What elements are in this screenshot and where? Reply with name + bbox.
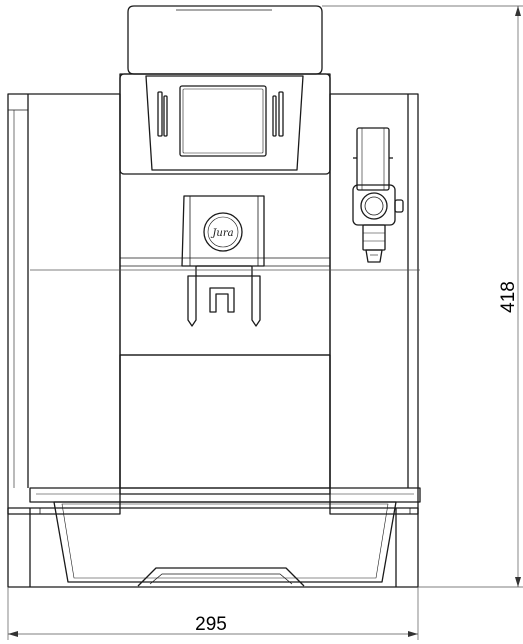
dimension-arrows (8, 6, 521, 637)
left-side-panel (7, 93, 121, 515)
right-button-bar-2 (272, 95, 277, 137)
height-dimension-label: 418 (498, 281, 519, 313)
dimension-lines (7, 5, 523, 640)
arrow-down (515, 577, 521, 587)
left-button-bar-2 (163, 95, 168, 137)
arrow-left (8, 631, 18, 637)
drip-area-panel (119, 354, 331, 489)
arrow-up (515, 6, 521, 16)
arrow-right (408, 631, 418, 637)
brand-emblem (203, 212, 243, 252)
right-side-panel (329, 93, 419, 515)
bean-container-lid (127, 5, 323, 75)
milk-spout-unit (352, 127, 404, 263)
right-button-bar (278, 91, 284, 137)
milk-dial (360, 192, 388, 220)
control-panel (119, 73, 331, 175)
drip-tray (7, 487, 421, 588)
brand-logo-text: Jura (210, 228, 233, 239)
coffee-spout (181, 195, 265, 327)
left-button-bar (157, 91, 163, 137)
display-screen (179, 85, 267, 157)
width-dimension-label: 295 (195, 614, 227, 635)
